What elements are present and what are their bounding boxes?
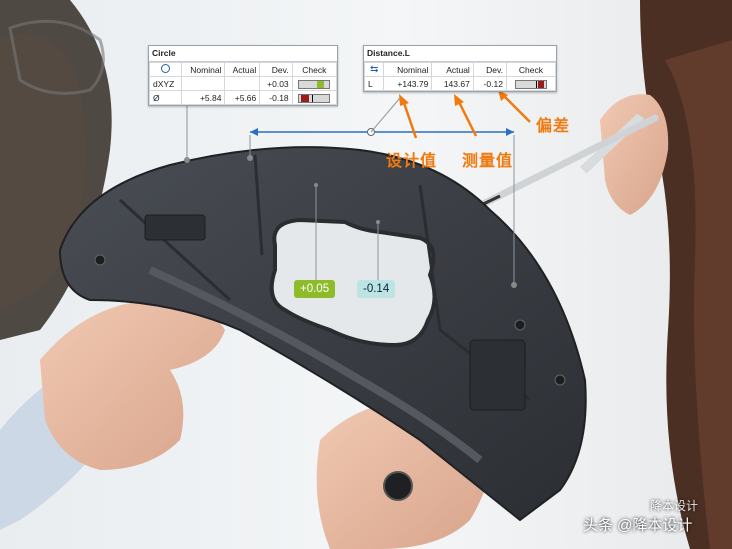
measured-value-annotation: 测量值 <box>462 151 514 170</box>
circle-icon <box>148 62 183 77</box>
row-label: dXYZ <box>148 76 183 91</box>
design-value-annotation: 设计值 <box>386 151 438 170</box>
col-dev: Dev. <box>472 62 507 77</box>
col-nominal: Nominal <box>181 62 226 77</box>
dimension-line <box>250 97 514 136</box>
deviation-annotation: 偏差 <box>536 116 571 135</box>
row-nominal: +143.79 <box>383 76 433 91</box>
col-dev: Dev. <box>259 62 293 77</box>
col-actual: Actual <box>224 62 261 77</box>
watermark-brand: 降本设计 <box>650 499 699 513</box>
row-nominal: +5.84 <box>181 90 226 105</box>
row-dev: -0.18 <box>259 90 293 105</box>
row-actual: +5.66 <box>224 90 261 105</box>
row-label: L <box>363 76 385 91</box>
distance-table: Distance.L ⇆ Nominal Actual Dev. Check L… <box>363 45 557 92</box>
check-bar <box>291 90 338 105</box>
circle-table-title: Circle <box>149 46 337 62</box>
check-bar <box>291 76 338 91</box>
col-nominal: Nominal <box>383 62 433 77</box>
annotation-arrows <box>399 90 531 139</box>
table-row: dXYZ +0.03 <box>148 76 338 91</box>
distance-icon: ⇆ <box>363 62 385 77</box>
row-dev: +0.03 <box>259 76 293 91</box>
point-label-right: -0.14 <box>357 280 396 298</box>
point-label-left: +0.05 <box>294 280 336 298</box>
row-label: Ø <box>148 90 183 105</box>
row-actual <box>224 76 261 91</box>
check-bar <box>505 76 557 91</box>
table-row: Ø +5.84 +5.66 -0.18 <box>148 90 338 105</box>
distance-table-title: Distance.L <box>364 46 556 62</box>
table-row: L +143.79 143.67 -0.12 <box>363 76 557 91</box>
row-actual: 143.67 <box>431 76 474 91</box>
col-check: Check <box>291 62 338 77</box>
circle-table: Circle Nominal Actual Dev. Check dXYZ +0… <box>148 45 338 106</box>
row-dev: -0.12 <box>472 76 507 91</box>
row-nominal <box>181 76 226 91</box>
col-check: Check <box>505 62 557 77</box>
watermark-text: 头条 @降本设计 <box>583 517 693 534</box>
col-actual: Actual <box>431 62 474 77</box>
